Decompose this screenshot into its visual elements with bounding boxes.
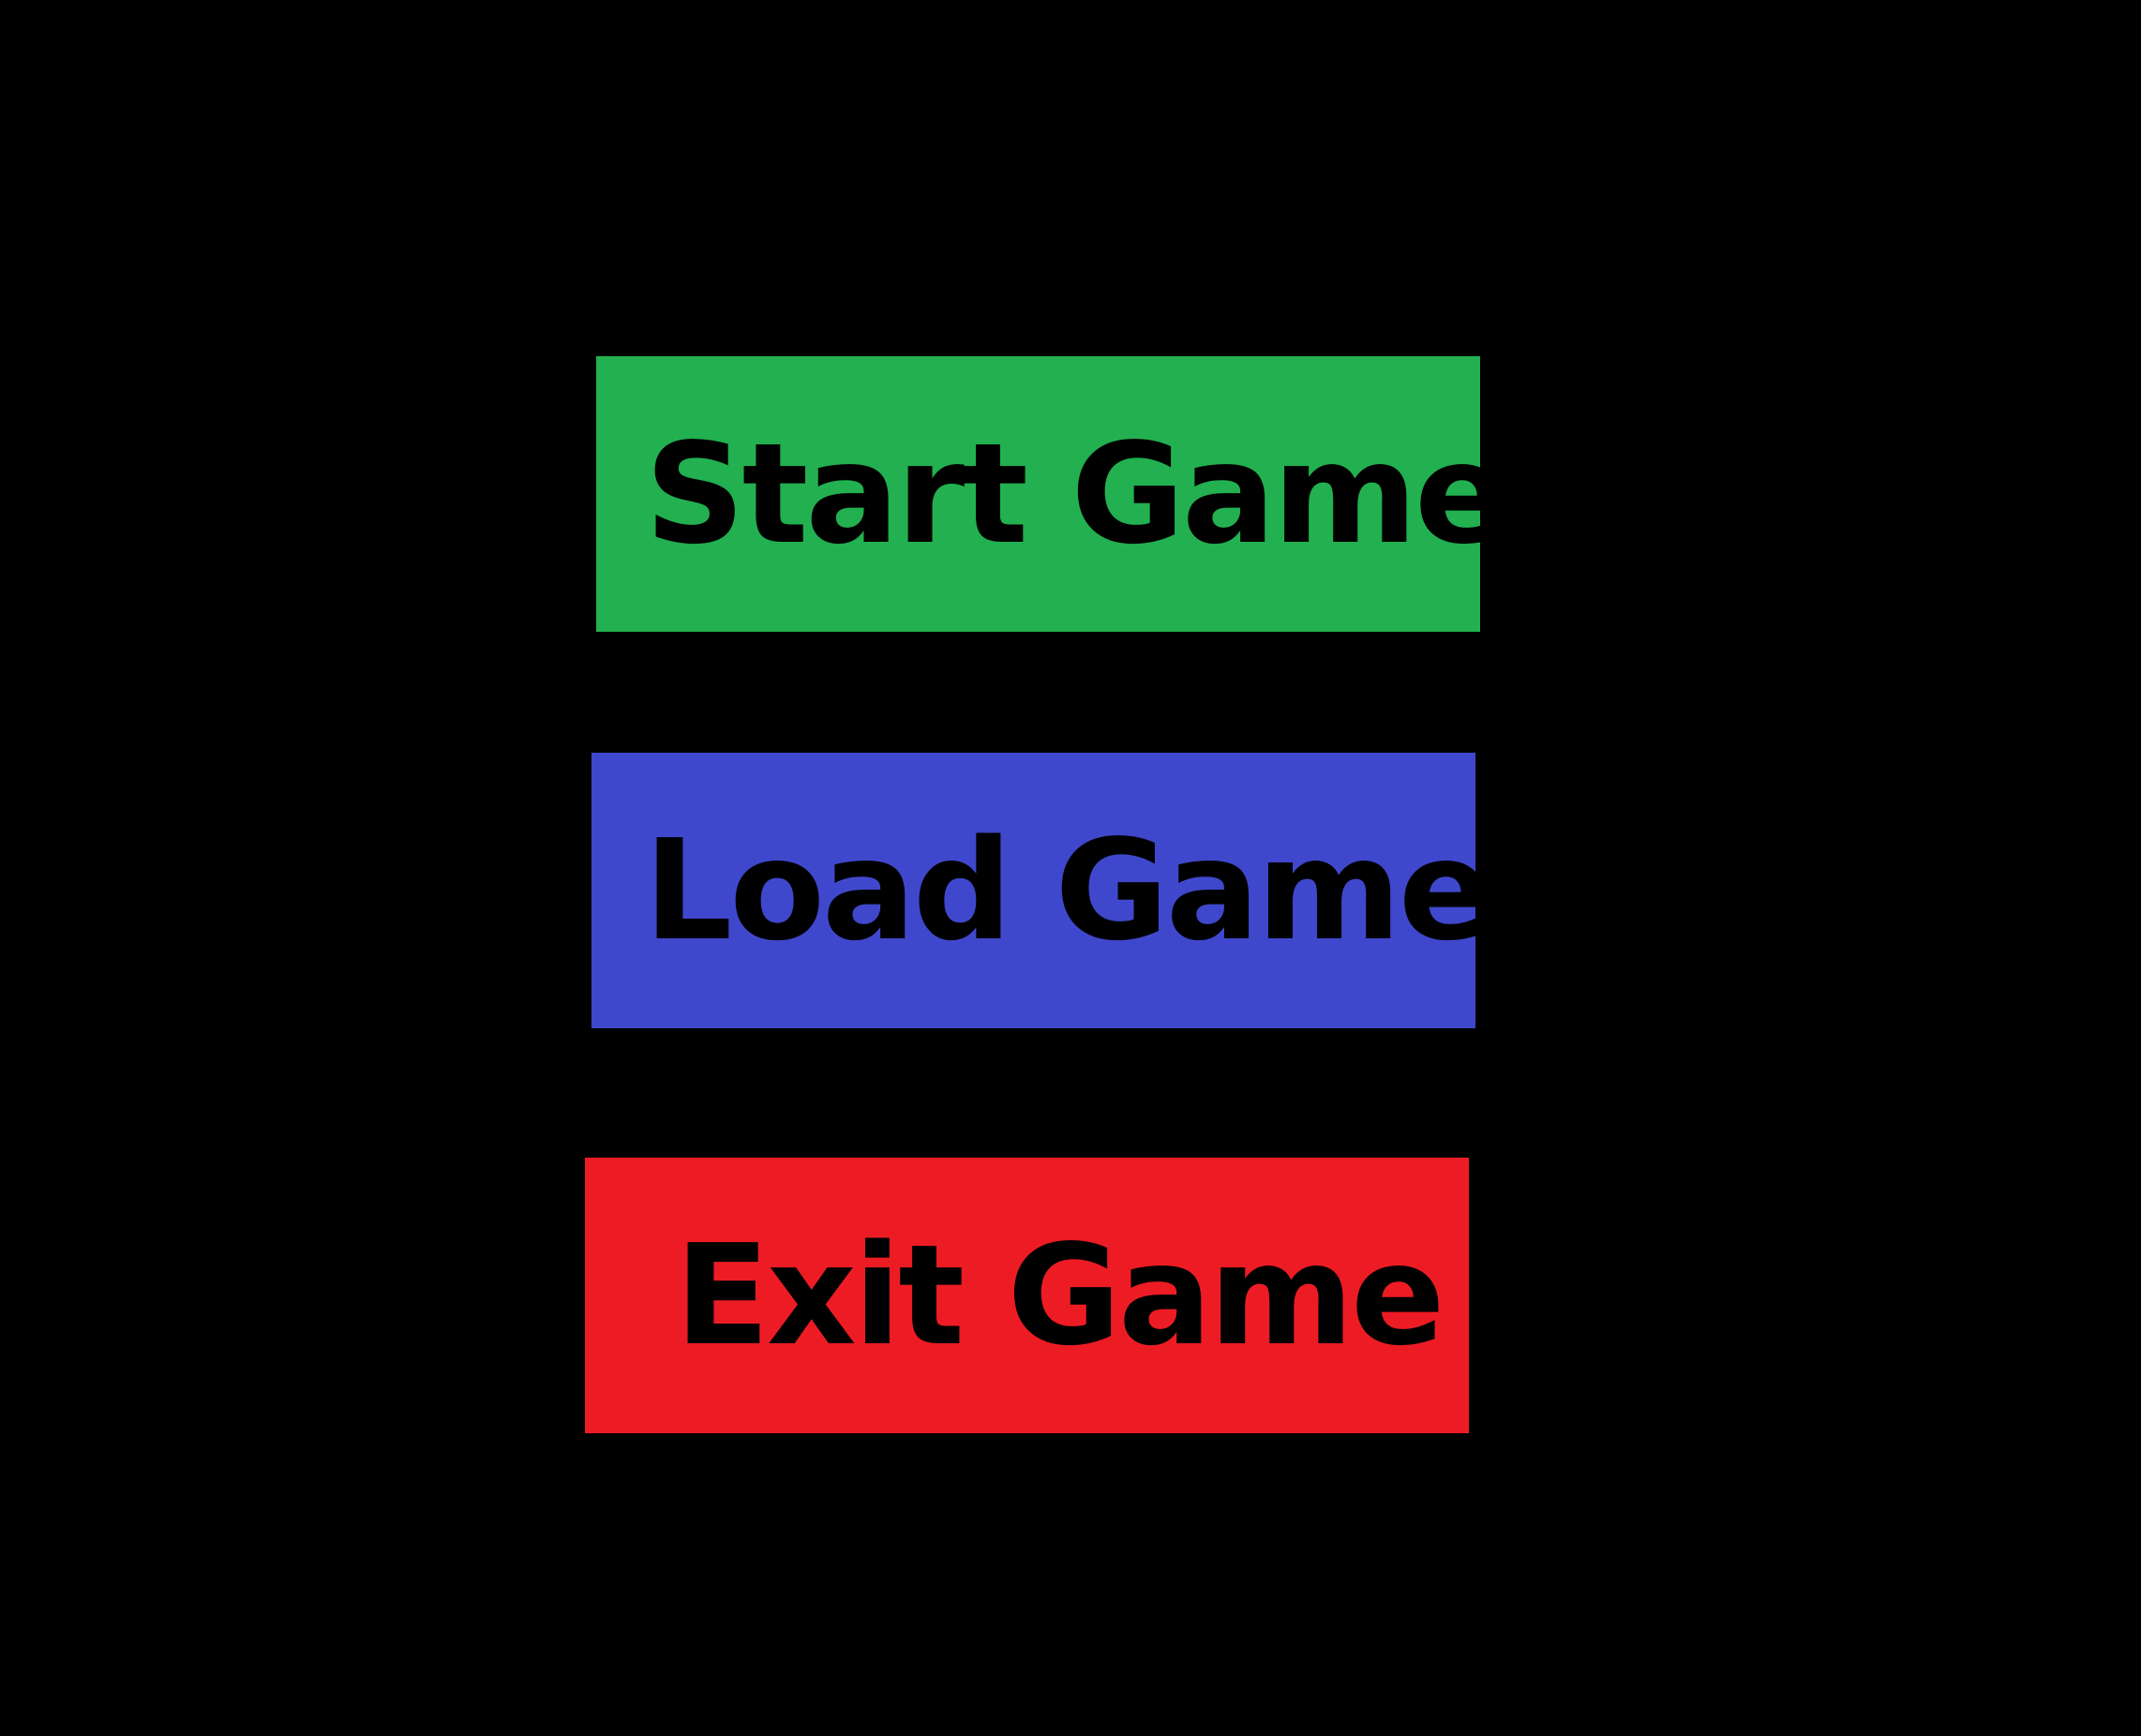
exit-game-label: Exit Game [675, 1215, 1445, 1376]
exit-game-button[interactable]: Exit Game [585, 1158, 1469, 1433]
start-game-button[interactable]: Start Game [596, 356, 1508, 632]
load-game-label: Load Game [644, 810, 1492, 971]
start-game-label: Start Game [645, 413, 1508, 575]
load-game-button[interactable]: Load Game [591, 753, 1492, 1028]
